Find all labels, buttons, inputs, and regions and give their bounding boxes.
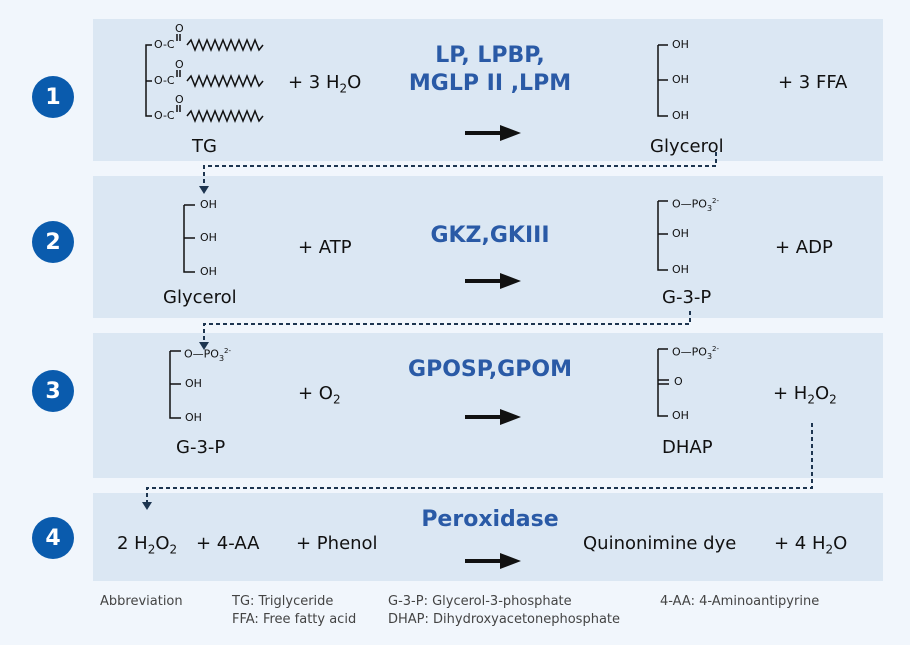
step-2-product-label: G-3-P [662,287,712,308]
step-4-panel [93,493,883,581]
step-2-substrate-label: Glycerol [163,287,237,308]
s2-g3p-oh-1: OH [672,227,689,240]
step-2-panel [93,176,883,318]
glycerol-oh-3: OH [672,109,689,122]
abbr-ffa: FFA: Free fatty acid [232,612,357,627]
step-2-atp: + ATP [298,237,352,258]
s2-g3p-oh-2: OH [672,263,689,276]
step-4-aminoantipyrine: + 4-AA [196,533,260,554]
s3-phosphate-product: O—PO32- [672,345,720,361]
step-1-enzymes: LP, LPBP, MGLP II ,LPM [408,43,572,96]
tg-ester-1: O-C [154,38,175,51]
step-2-adp: + ADP [775,237,833,258]
step-4-enzyme: Peroxidase [421,507,559,532]
s3-dhap-oh: OH [672,409,689,422]
step-3-oxygen: + O2 [298,383,341,407]
step-2-badge: 2 [32,221,74,263]
abbreviation-title: Abbreviation [100,594,183,609]
step-4-water: + 4 H2O [774,533,848,557]
s3-g3p-oh-2: OH [185,411,202,424]
tg-label: TG [192,136,217,157]
s3-keto-o: O [674,375,683,388]
step-3-enzymes: GPOSP,GPOM [408,357,572,382]
step-1-water: + 3 H2O [288,72,362,96]
step-2-enzymes: GKZ,GKIII [430,223,550,248]
tg-ester-2: O-C [154,74,175,87]
step-1-badge: 1 [32,76,74,118]
s2-glycerol-oh-3: OH [200,265,217,278]
s2-phosphate: O—PO32- [672,197,720,213]
step-1-ffa: + 3 FFA [778,72,848,93]
step-4-peroxide: 2 H2O2 [117,533,178,557]
s2-glycerol-oh-1: OH [200,198,217,211]
step-3-peroxide: + H2O2 [773,383,837,407]
abbr-tg: TG: Triglyceride [232,594,334,609]
abbr-g3p: G-3-P: Glycerol-3-phosphate [388,594,572,609]
step-4-badge: 4 [32,517,74,559]
step-3-substrate-label: G-3-P [176,437,226,458]
step-1-product-label: Glycerol [650,136,724,157]
tg-carbonyl-o-2: O [175,58,184,71]
step-3-panel [93,333,883,478]
tg-carbonyl-o-3: O [175,93,184,106]
tg-carbonyl-o-1: O [175,22,184,35]
tg-ester-3: O-C [154,109,175,122]
step-4-phenol: + Phenol [296,533,378,554]
abbr-dhap: DHAP: Dihydroxyacetonephosphate [388,612,621,627]
glycerol-oh-2: OH [672,73,689,86]
step-4-product: Quinonimine dye [583,533,737,554]
step-3-badge: 3 [32,370,74,412]
s2-glycerol-oh-2: OH [200,231,217,244]
s3-g3p-oh-1: OH [185,377,202,390]
s3-phosphate: O—PO32- [184,347,232,363]
step-3-product-label: DHAP [662,437,713,458]
glycerol-oh-1: OH [672,38,689,51]
abbr-4aa: 4-AA: 4-Aminoantipyrine [660,594,820,609]
